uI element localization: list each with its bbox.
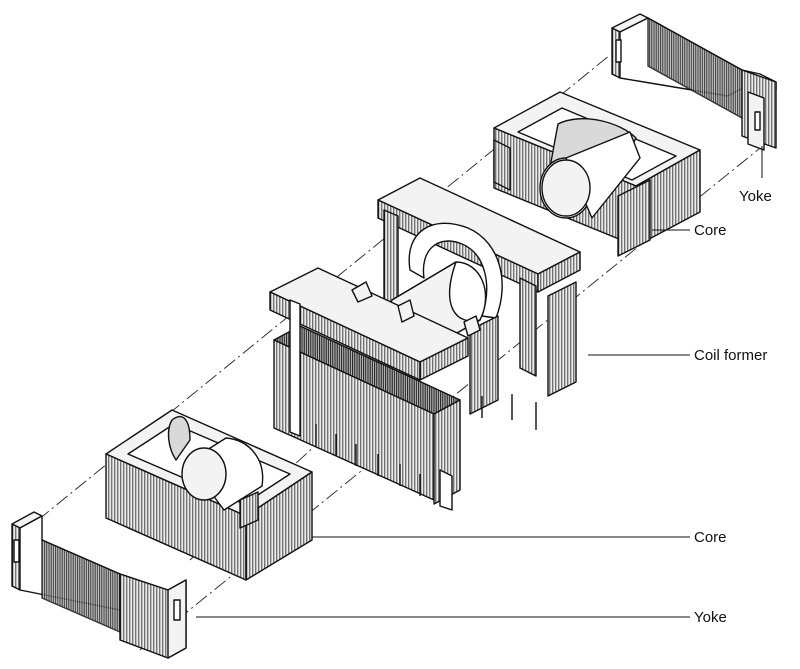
label-core-bottom: Core	[694, 529, 727, 546]
label-yoke-top: Yoke	[739, 188, 772, 205]
label-coil-former: Coil former	[694, 347, 768, 364]
yoke-bottom-part	[11, 511, 187, 659]
label-yoke-bottom: Yoke	[694, 609, 727, 626]
coil-former-part	[269, 177, 581, 511]
yoke-top-part	[611, 13, 777, 151]
core-top-part	[493, 91, 701, 257]
core-bottom-part	[105, 409, 313, 581]
label-core-top: Core	[694, 222, 727, 239]
coil-former-pins	[315, 394, 537, 496]
leader-lines	[196, 146, 763, 618]
